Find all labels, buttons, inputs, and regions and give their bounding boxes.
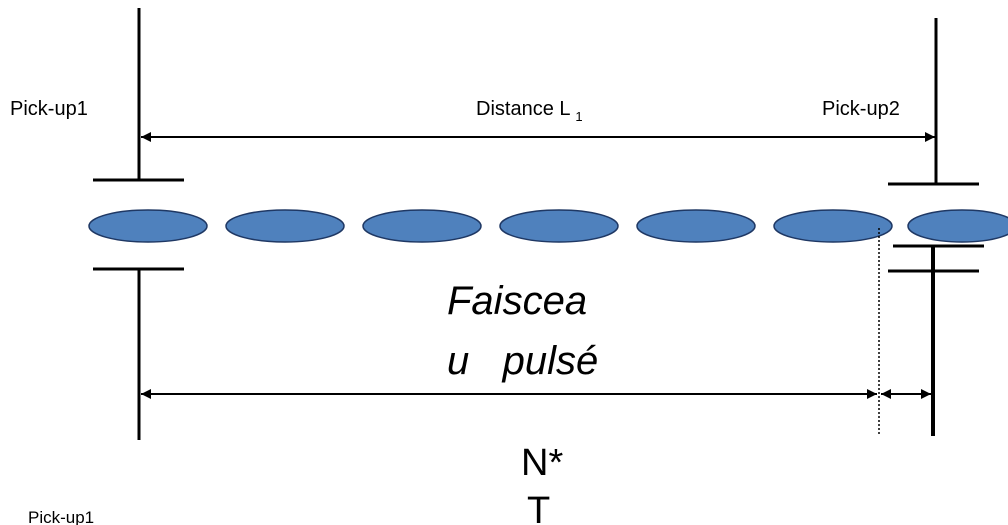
bunch-6 [773, 209, 893, 243]
distance-label: Distance L 1 [476, 98, 583, 124]
pickup2-structure [888, 18, 984, 436]
formula-label-line1: N* [521, 442, 563, 484]
distance-label-main: Distance L [476, 98, 570, 120]
beam-label-line1: Faiscea [447, 279, 587, 323]
bunch-2 [225, 209, 345, 243]
bunch-5 [636, 209, 756, 243]
beam-bunches [88, 209, 1008, 243]
beam-label-line2: u pulsé [447, 339, 598, 383]
bunch-1 [88, 209, 208, 243]
pickup2-label: Pick-up2 [822, 98, 900, 120]
bunch-4 [499, 209, 619, 243]
distance-label-subscript: 1 [575, 109, 582, 124]
pickup1-label: Pick-up1 [10, 98, 88, 120]
formula-label-line2: T [527, 490, 550, 525]
pickup1-bottom-label: Pick-up1 [28, 508, 94, 525]
bunch-7 [907, 209, 1008, 243]
pickup1-structure [93, 8, 184, 440]
bunch-3 [362, 209, 482, 243]
